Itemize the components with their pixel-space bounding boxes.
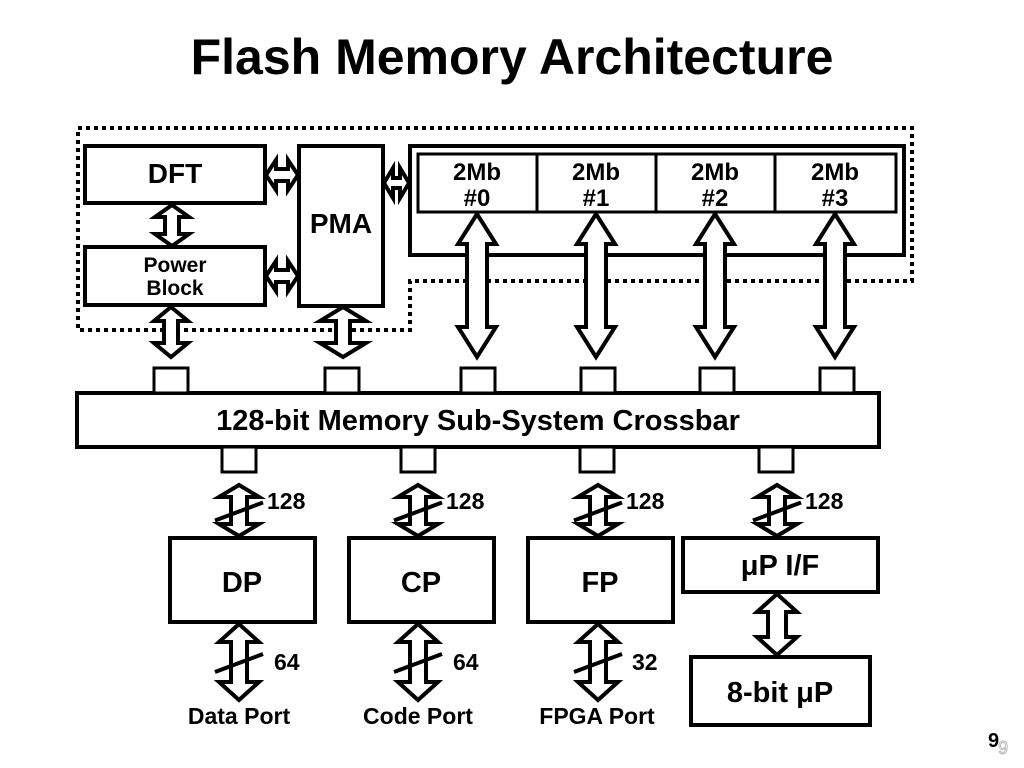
code-port-label: Code Port xyxy=(363,703,473,729)
arrow-pma-memory xyxy=(381,160,412,206)
memory-bank-0-size: 2Mb xyxy=(453,159,501,186)
arrow-power-crossbar xyxy=(148,304,194,360)
bus-width-data-port: 64 xyxy=(274,649,300,675)
up8-label: 8-bit μP xyxy=(727,677,833,709)
memory-bank-1-size: 2Mb xyxy=(572,159,620,186)
crossbar-label: 128-bit Memory Sub-System Crossbar xyxy=(216,405,740,437)
memory-bank-2 xyxy=(654,152,777,214)
power-block xyxy=(83,245,267,307)
memory-bank-0-id: #0 xyxy=(464,185,491,212)
up-if-label: μP I/F xyxy=(741,550,819,582)
bus-arrows xyxy=(148,153,858,703)
memory-bank-2-id: #2 xyxy=(702,185,729,212)
cp-block xyxy=(347,536,496,624)
bus-width-fpga-port: 32 xyxy=(632,649,658,675)
dp-block xyxy=(168,536,317,624)
up8-block xyxy=(689,655,872,727)
memory-bank-3 xyxy=(773,152,898,214)
crossbar-port-bank3 xyxy=(818,366,856,395)
dp-label: DP xyxy=(222,567,262,599)
page-number: 9 xyxy=(988,730,1000,752)
crossbar-port-upif xyxy=(757,445,795,474)
arrow-crossbar-cp-bus-slash xyxy=(393,500,443,523)
bus-width-code-port: 64 xyxy=(453,649,479,675)
crossbar-port-bank0 xyxy=(459,366,497,395)
fp-block xyxy=(526,536,675,624)
crossbar-port-bank1 xyxy=(579,366,617,395)
flash-subsystem-boundary xyxy=(76,126,914,332)
arrow-dft-power xyxy=(148,202,196,249)
crossbar-port-pma xyxy=(323,366,361,395)
arrow-crossbar-dp-bus-slash xyxy=(214,500,264,523)
arrow-power-pma xyxy=(263,254,301,298)
crossbar-port-dp xyxy=(220,445,258,474)
arrow-cp-codeport-bus-slash xyxy=(393,652,443,674)
memory-bank-3-size: 2Mb xyxy=(811,159,859,186)
power-block-label-line1: Power xyxy=(143,254,206,277)
fpga-port-label: FPGA Port xyxy=(539,703,655,729)
arrow-bank2-crossbar xyxy=(692,210,738,361)
crossbar-port-cp xyxy=(399,445,437,474)
bus-width-cp: 128 xyxy=(446,488,485,514)
slide-title: Flash Memory Architecture xyxy=(190,29,834,85)
arrow-dft-pma xyxy=(263,153,301,197)
page-number-shadow: 9 xyxy=(997,738,1009,759)
arrow-dp-dataport-bus-slash xyxy=(214,652,264,674)
arrow-crossbar-upif-bus-slash xyxy=(752,500,802,523)
memory-bank-2-size: 2Mb xyxy=(691,159,739,186)
crossbar-port-fp xyxy=(578,445,616,474)
memory-bank-1-id: #1 xyxy=(583,185,610,212)
memory-bank-3-id: #3 xyxy=(822,185,849,212)
power-block-label-line2: Block xyxy=(146,277,204,300)
cp-label: CP xyxy=(401,567,441,599)
arrow-bank3-crossbar xyxy=(812,210,858,361)
arrow-pma-crossbar xyxy=(312,304,374,360)
bus-width-upif: 128 xyxy=(805,488,844,514)
crossbar-block xyxy=(75,391,881,449)
memory-banks: 2Mb #0 2Mb #1 2Mb #2 2Mb #3 xyxy=(416,152,898,214)
arrow-bank0-crossbar xyxy=(454,210,500,361)
dft-block xyxy=(83,144,267,205)
crossbar-port-bank2 xyxy=(698,366,736,395)
arrow-bank1-crossbar xyxy=(573,210,619,361)
arrow-upif-up8 xyxy=(751,591,803,658)
dft-label: DFT xyxy=(148,158,202,189)
fp-label: FP xyxy=(581,567,618,599)
arrow-crossbar-fp-bus-slash xyxy=(573,500,623,523)
arrow-fp-fpgaport-bus-slash xyxy=(573,652,623,674)
bus-width-fp: 128 xyxy=(626,488,665,514)
up-if-block xyxy=(681,536,880,594)
bus-width-dp: 128 xyxy=(267,488,306,514)
pma-label: PMA xyxy=(310,208,372,239)
crossbar-port-power xyxy=(152,366,190,395)
data-port-label: Data Port xyxy=(188,703,291,729)
